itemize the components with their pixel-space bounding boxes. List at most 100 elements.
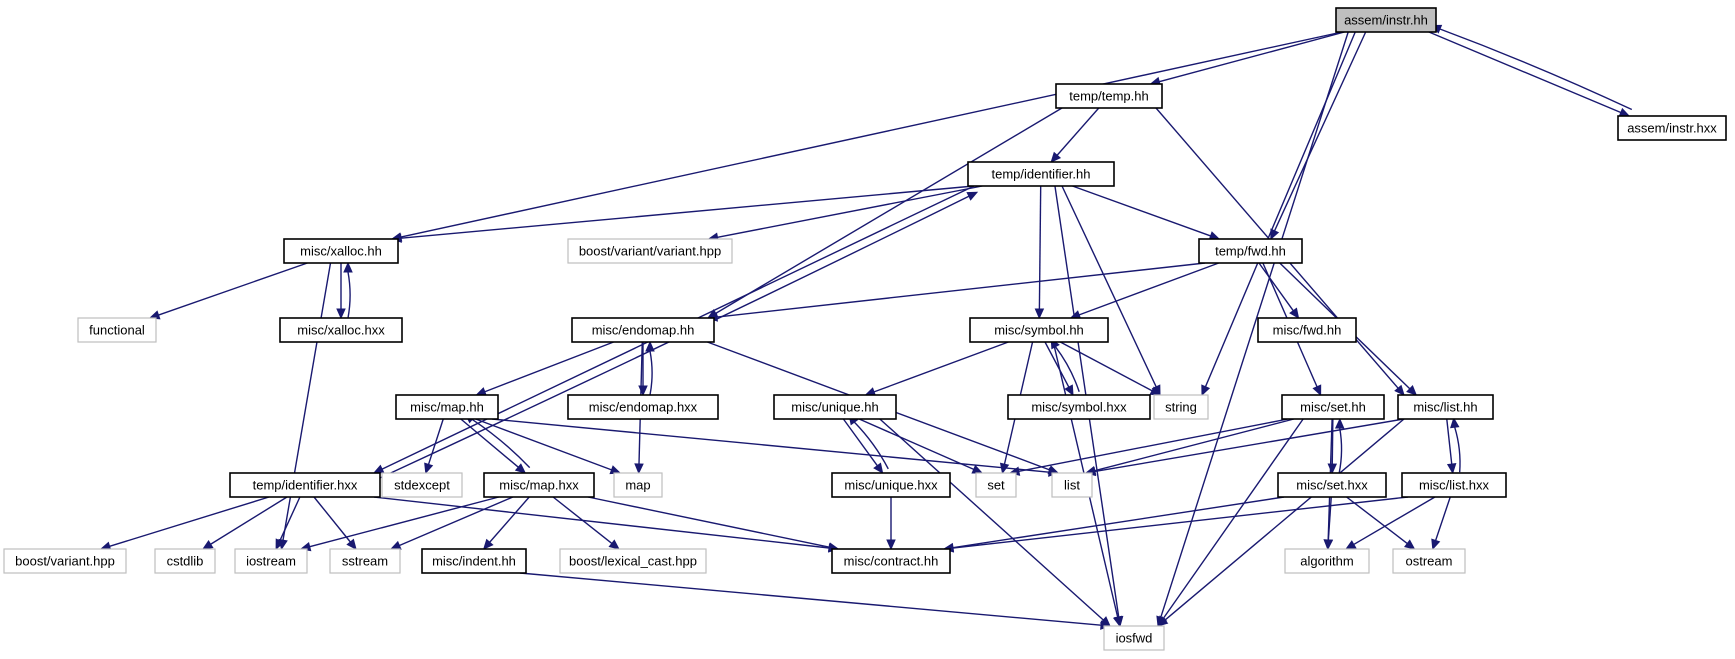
node-label: misc/fwd.hh (1273, 323, 1342, 338)
edge-arrowhead (389, 540, 402, 550)
node-temp-identifier-hh[interactable]: temp/identifier.hh (967, 161, 1115, 187)
edge-arrowhead (424, 462, 434, 475)
node-box (1281, 394, 1385, 420)
node-misc-map-hh[interactable]: misc/map.hh (395, 394, 499, 420)
edge-temp-temp-hh-to-misc-endomap-hh (706, 107, 1063, 319)
edge-line (1454, 426, 1461, 473)
edge-misc-map-hh-to-map (475, 418, 622, 475)
node-misc-symbol-hxx[interactable]: misc/symbol.hxx (1007, 394, 1151, 420)
edge-line (158, 262, 308, 316)
node-misc-fwd-hh[interactable]: misc/fwd.hh (1257, 317, 1357, 343)
node-misc-symbol-hh[interactable]: misc/symbol.hh (969, 317, 1109, 343)
node-assem-instr-hxx[interactable]: assem/instr.hxx (1617, 115, 1727, 141)
edge-arrowhead (1201, 384, 1211, 397)
node-misc-xalloc-hxx[interactable]: misc/xalloc.hxx (279, 317, 403, 343)
edge-arrowhead (645, 340, 655, 352)
edge-line (1018, 418, 1289, 472)
edge-line (716, 262, 1206, 318)
edge-misc-list-hxx-to-algorithm (1344, 496, 1436, 550)
node-box (567, 394, 719, 420)
node-ostream: ostream (1392, 548, 1466, 574)
node-set: set (975, 472, 1017, 498)
edge-line (1094, 418, 1405, 473)
node-label: functional (89, 323, 145, 338)
node-misc-unique-hh[interactable]: misc/unique.hh (773, 394, 897, 420)
edge-temp-identifier-hh-to-boost-variant-variant-hpp (707, 185, 983, 242)
node-boost-lexical-cast-hpp: boost/lexical_cast.hpp (559, 548, 707, 574)
node-box (1055, 83, 1163, 109)
node-misc-map-hxx[interactable]: misc/map.hxx (483, 472, 595, 498)
edge-misc-xalloc-hh-to-misc-xalloc-hxx (336, 262, 346, 320)
node-misc-set-hxx[interactable]: misc/set.hxx (1277, 472, 1387, 498)
edge-line (1204, 31, 1356, 387)
edge-temp-identifier-hxx-to-sstream (313, 496, 357, 550)
node-assem-instr-hh[interactable]: assem/instr.hh (1335, 7, 1437, 33)
node-box (1617, 115, 1727, 141)
edge-line (1059, 341, 1153, 392)
edge-arrowhead (201, 539, 214, 550)
edge-arrowhead (275, 538, 285, 551)
node-label: misc/indent.hh (432, 554, 516, 569)
node-box (773, 394, 897, 420)
edge-line (1428, 31, 1622, 114)
node-label: misc/xalloc.hh (300, 244, 382, 259)
edge-temp-fwd-hh-to-misc-fwd-hh (1258, 262, 1300, 319)
node-sstream: sstream (329, 548, 401, 574)
node-misc-endomap-hxx[interactable]: misc/endomap.hxx (567, 394, 719, 420)
edge-arrowhead (1034, 308, 1045, 320)
node-box (283, 238, 399, 264)
edge-temp-fwd-hh-to-misc-symbol-hh (1069, 262, 1220, 320)
node-temp-fwd-hh[interactable]: temp/fwd.hh (1198, 238, 1303, 264)
edge-line (475, 418, 612, 471)
node-box (279, 317, 403, 343)
edge-assem-instr-hh-to-temp-fwd-hh (1270, 31, 1367, 241)
edge-misc-unique-hh-to-misc-unique-hxx (842, 418, 884, 474)
edge-misc-xalloc-hh-to-iostream (278, 262, 332, 551)
edge-line (491, 418, 1050, 473)
node-misc-contract-hh[interactable]: misc/contract.hh (831, 548, 951, 574)
node-label: stdexcept (394, 478, 450, 493)
edge-arrowhead (514, 463, 527, 474)
node-box (421, 548, 527, 574)
node-label: assem/instr.hh (1344, 13, 1428, 28)
node-string: string (1153, 394, 1209, 420)
node-label: temp/temp.hh (1069, 89, 1149, 104)
node-label: misc/set.hxx (1296, 478, 1368, 493)
edge-arrowhead (1446, 463, 1457, 475)
node-temp-temp-hh[interactable]: temp/temp.hh (1055, 83, 1163, 109)
node-temp-identifier-hxx[interactable]: temp/identifier.hxx (229, 472, 381, 498)
edge-line (484, 341, 614, 393)
node-map: map (613, 472, 663, 498)
node-label: map (625, 478, 650, 493)
node-misc-xalloc-hh[interactable]: misc/xalloc.hh (283, 238, 399, 264)
edge-arrowhead (1157, 616, 1169, 627)
edge-line (858, 418, 975, 471)
edge-arrowhead (1289, 307, 1300, 319)
edge-temp-identifier-hh-to-misc-xalloc-hh (390, 185, 975, 243)
node-label: list (1064, 478, 1080, 493)
node-box (1277, 472, 1387, 498)
node-box (3, 548, 127, 574)
edge-line (717, 185, 983, 238)
node-algorithm: algorithm (1284, 548, 1370, 574)
edge-misc-map-hh-to-stdexcept (424, 418, 444, 475)
edge-line (1061, 185, 1157, 388)
edge-temp-identifier-hxx-to-boost-variant-hpp (99, 496, 270, 551)
node-misc-list-hh[interactable]: misc/list.hh (1397, 394, 1494, 420)
node-misc-set-hh[interactable]: misc/set.hh (1281, 394, 1385, 420)
edge-arrowhead (971, 464, 984, 474)
node-box (1257, 317, 1357, 343)
node-misc-list-hxx[interactable]: misc/list.hxx (1401, 472, 1507, 498)
node-box (1198, 238, 1303, 264)
edge-temp-identifier-hxx-to-iostream (275, 496, 301, 551)
node-box (1401, 472, 1507, 498)
node-misc-unique-hxx[interactable]: misc/unique.hxx (831, 472, 951, 498)
edge-line (873, 341, 1009, 393)
node-box (1007, 394, 1151, 420)
node-misc-endomap-hh[interactable]: misc/endomap.hh (571, 317, 715, 343)
node-box (567, 238, 733, 264)
edge-arrowhead (343, 261, 353, 273)
edge-temp-identifier-hh-to-misc-symbol-hh (1034, 185, 1045, 320)
node-misc-indent-hh[interactable]: misc/indent.hh (421, 548, 527, 574)
edge-misc-symbol-hh-to-misc-symbol-hxx (1044, 341, 1074, 397)
